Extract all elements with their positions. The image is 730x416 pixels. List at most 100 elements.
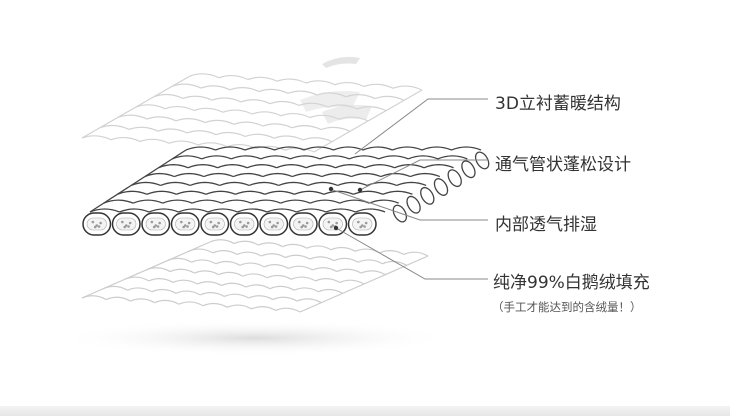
shell-arc xyxy=(404,252,428,256)
shell-arc xyxy=(219,76,248,80)
quilt-arc xyxy=(267,209,297,212)
tube-cross-section xyxy=(231,213,259,235)
shell-arc xyxy=(364,84,393,88)
quilt-arc xyxy=(424,165,454,168)
quilt-arc xyxy=(261,156,291,159)
shell-arc xyxy=(210,240,234,244)
shell-arc xyxy=(249,296,273,300)
shell-arc xyxy=(224,294,248,298)
shell-arc xyxy=(380,251,404,255)
quilt-arc xyxy=(208,209,238,212)
shell-arc xyxy=(331,248,355,252)
quilt-arc xyxy=(176,191,206,194)
quilt-arc xyxy=(306,165,336,168)
shell-arc xyxy=(277,79,306,83)
quilt-arc xyxy=(247,165,277,168)
quilt-arc xyxy=(120,209,150,212)
tube-end xyxy=(445,168,464,189)
tube-cross-section xyxy=(113,213,141,235)
quilt-arc xyxy=(336,165,366,168)
quilt-arc xyxy=(351,174,381,177)
shell-arc xyxy=(318,290,342,294)
shell-arc xyxy=(158,129,187,133)
shell-arc xyxy=(335,83,364,87)
shell-arc xyxy=(276,308,300,312)
label-handmade-note: （手工才能达到的含绒量！） xyxy=(492,299,642,315)
quilt-arc xyxy=(265,191,295,194)
tube-end xyxy=(432,176,451,197)
shell-arc xyxy=(393,86,422,90)
shell-arc xyxy=(129,127,158,131)
quilt-arc xyxy=(202,156,232,159)
quilt-arc xyxy=(133,200,163,203)
shell-arc xyxy=(264,265,288,269)
quilt-arc xyxy=(369,200,399,203)
quilt-arc xyxy=(245,147,275,150)
quilt-arc xyxy=(192,200,222,203)
quilt-arc xyxy=(220,182,250,185)
shell-arc xyxy=(154,94,183,98)
tube-cross-section xyxy=(201,213,229,235)
shell-arc xyxy=(176,119,205,123)
quilt-arc xyxy=(238,209,268,212)
shell-arc xyxy=(259,89,288,93)
shell-arc xyxy=(310,257,334,261)
quilt-arc xyxy=(233,174,263,177)
quilt-arc xyxy=(338,182,368,185)
shell-arc xyxy=(194,271,218,275)
shell-arc xyxy=(375,96,404,100)
shell-arc xyxy=(283,244,307,248)
quilt-arc xyxy=(235,191,264,194)
shell-arc xyxy=(241,100,270,104)
quilt-arc xyxy=(326,209,356,212)
label-3d-structure: 3D立衬蓄暖结构 xyxy=(495,89,621,114)
shell-arc xyxy=(179,302,203,306)
shell-arc xyxy=(258,243,282,247)
quilt-arc xyxy=(188,165,218,168)
shell-arc xyxy=(187,131,216,135)
shell-arc xyxy=(270,286,294,290)
quilt-arc xyxy=(263,174,293,177)
quilt-arc xyxy=(190,182,220,185)
quilt-arc xyxy=(381,174,411,177)
shell-arc xyxy=(130,299,154,303)
quilt-arc xyxy=(383,191,413,194)
shell-arc xyxy=(230,88,259,92)
top-shell-layer xyxy=(82,74,422,152)
quilt-arc xyxy=(452,147,482,150)
shell-arc xyxy=(140,139,169,143)
shell-arc xyxy=(286,255,310,259)
quilt-arc xyxy=(290,156,320,159)
shell-arc xyxy=(252,112,281,116)
shell-arc xyxy=(243,274,267,278)
shell-arc xyxy=(212,98,241,102)
quilt-arc xyxy=(408,156,438,159)
shell-arc xyxy=(274,136,303,140)
shell-arc xyxy=(263,124,292,128)
quilt-arc xyxy=(353,191,383,194)
shell-arc xyxy=(190,74,219,78)
shell-arc xyxy=(246,285,270,289)
shell-arc xyxy=(307,246,331,250)
shell-arc xyxy=(100,125,129,129)
shell-arc xyxy=(173,280,197,284)
shell-arc xyxy=(176,291,200,295)
quilt-arc xyxy=(161,182,191,185)
shell-arc xyxy=(216,262,240,266)
quilt-arc xyxy=(249,182,279,185)
quilt-arc xyxy=(279,182,309,185)
quilt-arc xyxy=(216,147,246,150)
tube-cross-section xyxy=(172,213,200,235)
quilt-arc xyxy=(281,200,311,203)
quilt-arc xyxy=(163,200,193,203)
label-breathable-moisture: 内部透气排湿 xyxy=(495,210,597,235)
quilt-arc xyxy=(292,174,322,177)
shell-arc xyxy=(288,91,317,95)
quilt-arc xyxy=(365,165,395,168)
shell-arc xyxy=(291,277,315,281)
quilt-arc xyxy=(186,147,216,150)
shell-arc xyxy=(303,138,332,142)
shell-arc xyxy=(237,252,261,256)
shell-arc xyxy=(197,282,221,286)
